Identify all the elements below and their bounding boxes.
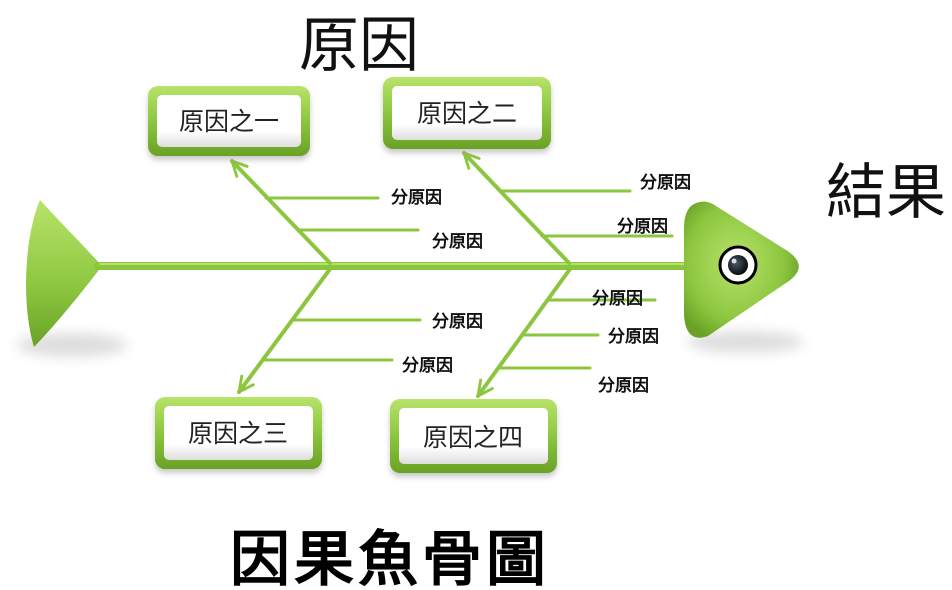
cause-box-3 xyxy=(155,397,322,469)
cause-label-2: 原因之二 xyxy=(417,99,517,128)
diagram-title: 因果魚骨圖 xyxy=(230,525,550,590)
bone-cause-3 xyxy=(237,267,332,394)
fish-eye-icon xyxy=(718,245,758,285)
causes-heading: 原因 xyxy=(299,11,419,81)
cause-box-2 xyxy=(383,77,551,149)
fish-tail xyxy=(26,200,102,347)
cause-label-3: 原因之三 xyxy=(188,419,288,448)
sub-cause-label: 分原因 xyxy=(640,173,691,193)
cause-label-1: 原因之一 xyxy=(179,107,279,136)
head-reflection xyxy=(687,331,803,353)
sub-cause-label: 分原因 xyxy=(391,188,442,208)
sub-cause-label: 分原因 xyxy=(598,376,649,396)
sub-cause-label: 分原因 xyxy=(617,217,668,237)
cause-box-4 xyxy=(390,399,557,473)
sub-cause-label: 分原因 xyxy=(592,289,643,309)
bone-cause-2 xyxy=(462,151,571,265)
sub-cause-label: 分原因 xyxy=(432,232,483,252)
cause-box-1 xyxy=(148,86,310,156)
sub-cause-label: 分原因 xyxy=(608,327,659,347)
bone-cause-4 xyxy=(476,267,572,398)
cause-label-4: 原因之四 xyxy=(423,423,523,452)
sub-cause-label: 分原因 xyxy=(402,356,453,376)
effect-label: 結果 xyxy=(826,158,946,228)
tail-reflection xyxy=(17,333,127,357)
sub-cause-label: 分原因 xyxy=(432,312,483,332)
bone-cause-1 xyxy=(230,159,332,265)
